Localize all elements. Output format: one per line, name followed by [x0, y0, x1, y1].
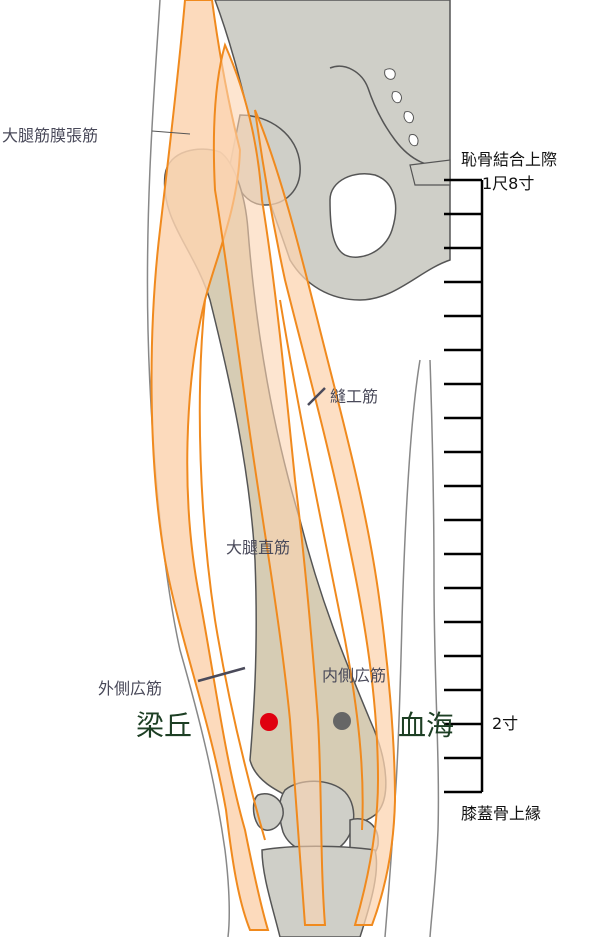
muscle-vastus-lateralis [198, 299, 266, 841]
proportional-scale-ruler [444, 178, 484, 794]
sacrum-hole-3 [403, 111, 414, 124]
leg-outline-inner [429, 359, 440, 938]
label-rectus-femoris: 大腿直筋 [226, 538, 291, 557]
knee-condyle-left [252, 793, 284, 831]
scale-top-label: 恥骨結合上際 [461, 150, 558, 169]
muscle-sartorius [254, 109, 397, 926]
scale-total-label: 1尺8寸 [482, 174, 535, 193]
label-vastus-lateralis: 外側広筋 [98, 679, 163, 698]
point-xuehai-marker [333, 712, 351, 730]
obturator-foramen [329, 173, 397, 258]
muscle-tensor-fasciae-latae [150, 0, 270, 931]
point-liangqiu-marker [260, 713, 278, 731]
label-point-xuehai: 血海 [398, 709, 455, 742]
pelvis-inner-curve [329, 65, 451, 167]
scale-segment-label: 2寸 [492, 714, 519, 733]
label-tensor-fasciae-latae: 大腿筋膜張筋 [2, 126, 99, 145]
leader-sartorius [307, 387, 326, 406]
sacrum-hole-4 [408, 134, 419, 147]
muscle-vastus-medialis [279, 299, 364, 831]
leader-vastus-lateralis [197, 666, 246, 683]
scale-bottom-label: 膝蓋骨上縁 [461, 804, 542, 823]
muscle-rectus-femoris [212, 42, 327, 926]
label-point-liangqiu: 梁丘 [136, 709, 193, 742]
leader-tensor-fasciae-latae [151, 130, 191, 135]
sacrum-hole-1 [384, 68, 396, 80]
label-sartorius: 縫工筋 [330, 387, 379, 406]
pubic-symphysis [409, 159, 451, 186]
leg-outline [384, 359, 421, 938]
sacrum-hole-2 [391, 91, 402, 104]
label-vastus-medialis: 内側広筋 [322, 666, 387, 685]
